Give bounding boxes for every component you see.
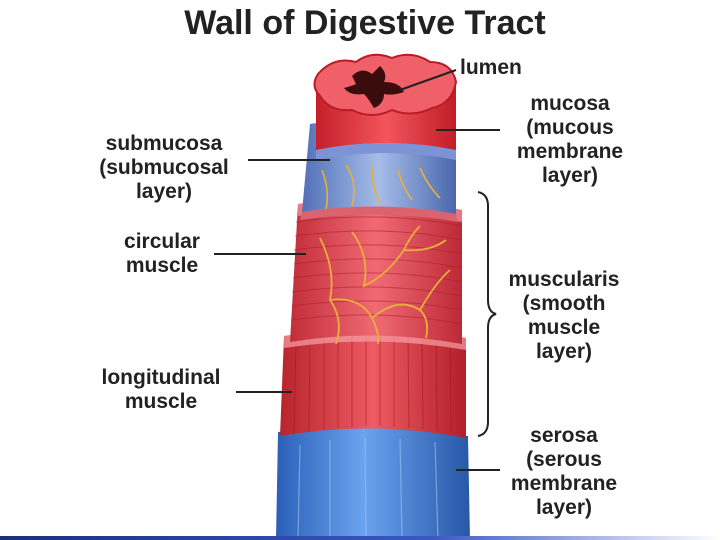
lumen-opening (344, 66, 404, 108)
serosa-layer (276, 425, 470, 540)
label-serosa: serosa (serous membrane layer) (510, 424, 618, 519)
label-lumen: lumen (460, 56, 522, 79)
label-submucosa: submucosa (submucosal layer) (99, 132, 229, 203)
longitudinal-muscle-layer (280, 329, 466, 438)
label-circular-muscle: circular muscle (124, 230, 200, 277)
diagram-title: Wall of Digestive Tract (184, 4, 546, 42)
circular-muscle-layer (290, 200, 463, 345)
slide-bottom-rule (0, 536, 720, 540)
label-muscularis: muscularis (smooth muscle layer) (508, 268, 620, 363)
label-mucosa: mucosa (mucous membrane layer) (516, 92, 624, 187)
pointer-lines (214, 69, 500, 471)
label-longitudinal-muscle: longitudinal muscle (101, 366, 221, 413)
mucosa-layer (313, 53, 458, 160)
